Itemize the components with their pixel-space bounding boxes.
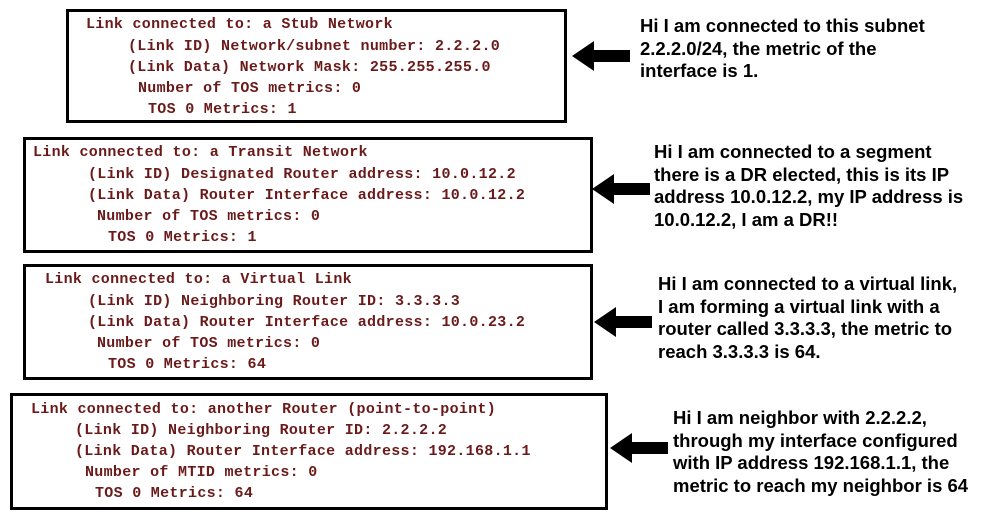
transit-line-2: (Link ID) Designated Router address: 10.… — [88, 166, 516, 183]
stub-line-1: Link connected to: a Stub Network — [86, 16, 393, 33]
p2p-explanation-line: through my interface configured — [673, 429, 958, 451]
left-arrow-icon — [572, 41, 630, 71]
virtual-explanation: Hi I am connected to a virtual link, I a… — [658, 273, 957, 363]
transit-explanation-line: Hi I am connected to a segment — [654, 141, 932, 162]
virtual-line-1: Link connected to: a Virtual Link — [45, 271, 352, 288]
p2p-line-4: Number of MTID metrics: 0 — [85, 464, 318, 481]
left-arrow-icon — [610, 433, 668, 463]
point-to-point-box — [10, 393, 608, 510]
transit-line-3: (Link Data) Router Interface address: 10… — [88, 187, 526, 204]
p2p-explanation-line: with IP address 192.168.1.1, the — [673, 452, 950, 473]
transit-explanation-line: address 10.0.12.2, my IP address is — [654, 186, 964, 207]
p2p-line-3: (Link Data) Router Interface address: 19… — [75, 443, 531, 460]
p2p-line-2: (Link ID) Neighboring Router ID: 2.2.2.2 — [75, 422, 448, 439]
transit-explanation-line: 10.0.12.2, I am a DR!! — [654, 208, 839, 230]
stub-line-3: (Link Data) Network Mask: 255.255.255.0 — [128, 59, 491, 76]
virtual-line-2: (Link ID) Neighboring Router ID: 3.3.3.3 — [88, 293, 461, 310]
stub-line-2: (Link ID) Network/subnet number: 2.2.2.0 — [128, 38, 501, 55]
virtual-link-box — [23, 264, 593, 380]
virtual-explanation-line: router called 3.3.3.3, the metric to — [658, 318, 953, 339]
p2p-explanation-line: metric to reach my neighbor is 64 — [673, 474, 969, 496]
virtual-line-3: (Link Data) Router Interface address: 10… — [88, 314, 526, 331]
transit-explanation-line: there is a DR elected, this is its IP — [654, 163, 950, 185]
left-arrow-icon — [592, 174, 650, 204]
stub-explanation-line: interface is 1. — [640, 60, 759, 81]
transit-explanation: Hi I am connected to a segment there is … — [654, 141, 963, 231]
virtual-line-4: Number of TOS metrics: 0 — [97, 335, 321, 352]
virtual-explanation-line: Hi I am connected to a virtual link, — [658, 273, 958, 294]
stub-network-box — [66, 9, 567, 123]
p2p-explanation: Hi I am neighbor with 2.2.2.2, through m… — [673, 407, 968, 497]
stub-explanation-line: Hi I am connected to this subnet — [640, 15, 925, 36]
virtual-explanation-line: I am forming a virtual link with a — [658, 295, 940, 317]
p2p-explanation-line: Hi I am neighbor with 2.2.2.2, — [673, 407, 927, 428]
transit-network-box — [23, 137, 593, 253]
p2p-line-5: TOS 0 Metrics: 64 — [95, 485, 254, 502]
p2p-line-1: Link connected to: another Router (point… — [31, 401, 497, 418]
virtual-explanation-line: reach 3.3.3.3 is 64. — [658, 340, 821, 362]
stub-explanation-line: 2.2.2.0/24, the metric of the — [640, 37, 877, 59]
transit-line-1: Link connected to: a Transit Network — [33, 144, 368, 161]
stub-line-4: Number of TOS metrics: 0 — [138, 80, 362, 97]
transit-line-4: Number of TOS metrics: 0 — [97, 208, 321, 225]
stub-line-5: TOS 0 Metrics: 1 — [148, 101, 297, 118]
left-arrow-icon — [594, 307, 652, 337]
virtual-line-5: TOS 0 Metrics: 64 — [108, 356, 267, 373]
stub-explanation: Hi I am connected to this subnet 2.2.2.0… — [640, 15, 925, 83]
transit-line-5: TOS 0 Metrics: 1 — [108, 229, 257, 246]
